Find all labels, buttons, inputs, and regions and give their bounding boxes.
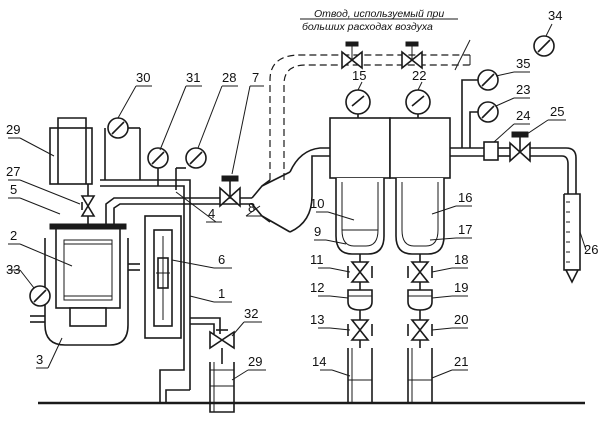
valve-27 [80, 184, 96, 224]
vessel-stand [69, 307, 107, 327]
tube-5 [105, 197, 214, 228]
label-33: 33 [6, 262, 20, 277]
separator-left-head [329, 117, 391, 179]
drain-right [407, 261, 433, 404]
label-27: 27 [6, 164, 20, 179]
valve-32-line [190, 317, 235, 364]
label-19: 19 [454, 280, 468, 295]
label-2: 2 [10, 228, 17, 243]
label-22: 22 [412, 68, 426, 83]
caption-line1: Отвод, используемый при [314, 8, 444, 20]
gauge-23 [469, 101, 499, 148]
separator-right-bowl [395, 178, 445, 255]
valve-25 [498, 131, 577, 194]
y-fitting-8 [251, 171, 291, 233]
label-4: 4 [208, 206, 215, 221]
label-3: 3 [36, 352, 43, 367]
label-24: 24 [516, 108, 530, 123]
label-29-upper: 29 [6, 122, 20, 137]
label-7: 7 [252, 70, 259, 85]
gauge-33 [29, 285, 51, 307]
label-35: 35 [516, 56, 530, 71]
label-25: 25 [550, 104, 564, 119]
callout-labels: 29 27 5 2 33 3 30 31 28 7 4 6 1 8 32 29 … [6, 8, 598, 369]
valve-7 [214, 175, 252, 208]
bypass-dashed [269, 39, 471, 180]
cylinder-29-lower [209, 362, 235, 413]
separator-left-bowl [335, 178, 385, 255]
label-1: 1 [218, 286, 225, 301]
label-34: 34 [548, 8, 562, 23]
vessel-2 [55, 227, 121, 309]
cylinder-26 [563, 193, 581, 284]
caption-bypass: Отвод, используемый при больших расходах… [300, 8, 458, 33]
label-10: 10 [310, 196, 324, 211]
vessel-assembly [30, 223, 140, 346]
drain-left [347, 261, 373, 404]
caption-line2: больших расходах воздуха [302, 21, 433, 33]
filter-24 [483, 141, 499, 161]
gauge-35 [461, 69, 499, 148]
label-13: 13 [310, 312, 324, 327]
separator-right-head [389, 117, 451, 179]
cylinder-29-upper [49, 117, 93, 185]
frame-1 [100, 179, 191, 403]
label-17: 17 [458, 222, 472, 237]
label-30: 30 [136, 70, 150, 85]
label-21: 21 [454, 354, 468, 369]
label-12: 12 [310, 280, 324, 295]
gauge-30 [104, 117, 141, 180]
separator-right [389, 89, 451, 262]
label-16: 16 [458, 190, 472, 205]
flowmeter-6 [144, 215, 182, 339]
label-9: 9 [314, 224, 321, 239]
label-31: 31 [186, 70, 200, 85]
label-8: 8 [248, 200, 255, 215]
gauge-31 [147, 147, 169, 186]
label-23: 23 [516, 82, 530, 97]
label-20: 20 [454, 312, 468, 327]
gauge-28 [175, 147, 207, 190]
leader-lines [8, 23, 587, 381]
bath-3 [44, 238, 129, 346]
label-15: 15 [352, 68, 366, 83]
main-manifold [289, 147, 484, 233]
label-5: 5 [10, 182, 17, 197]
label-32: 32 [244, 306, 258, 321]
label-28: 28 [222, 70, 236, 85]
label-29-lower: 29 [248, 354, 262, 369]
label-6: 6 [218, 252, 225, 267]
label-18: 18 [454, 252, 468, 267]
gauge-34 [533, 35, 555, 57]
label-26: 26 [584, 242, 598, 257]
label-14: 14 [312, 354, 326, 369]
separator-left [329, 89, 391, 262]
label-11: 11 [310, 252, 324, 267]
vessel-2-inner [63, 239, 113, 301]
